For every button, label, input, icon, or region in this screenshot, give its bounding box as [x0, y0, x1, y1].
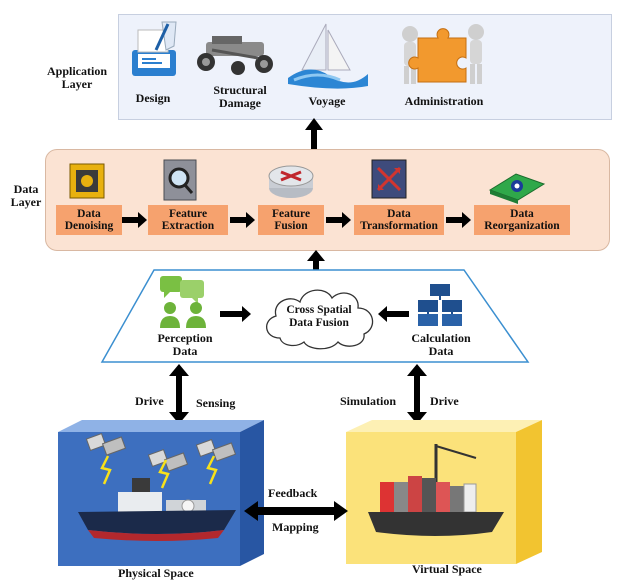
arrow-up-to-data-layer — [307, 250, 325, 277]
step-feature-extraction: Feature Extraction — [148, 205, 228, 235]
data-layer-label: Data Layer — [10, 182, 42, 209]
virtual-cargo-ship-image — [368, 444, 504, 536]
virtual-space-label: Virtual Space — [412, 562, 482, 576]
design-icon — [132, 21, 177, 76]
calculation-data-label: Calculation Data — [411, 331, 471, 358]
step-data-reorganization: Data Reorganization — [474, 205, 570, 235]
fusion-router-icon — [268, 165, 314, 198]
app-item-design: Design — [135, 91, 171, 105]
sailboat-icon — [288, 23, 368, 89]
arrow-denoising-to-extraction — [122, 212, 147, 228]
physical-ship-image — [78, 478, 236, 541]
arrow-up-to-application — [305, 118, 323, 149]
vehicle-chassis-icon — [197, 36, 273, 75]
application-layer-label: Application Layer — [46, 64, 107, 91]
step-data-denoising: Data Denoising — [56, 205, 122, 235]
app-item-administration: Administration — [404, 94, 484, 108]
app-item-voyage: Voyage — [308, 94, 346, 108]
perception-data-label: Perception Data — [157, 331, 213, 358]
mapping-label: Mapping — [272, 520, 319, 534]
arrow-transformation-to-reorganization — [446, 212, 471, 228]
signal-lightning-icons — [100, 455, 218, 489]
satellite-icon-2 — [147, 448, 189, 472]
arrow-calculation-to-fusion — [378, 306, 409, 322]
arrow-physical-virtual-double — [244, 501, 348, 521]
step-data-transformation: Data Transformation — [354, 205, 444, 235]
sensing-label: Sensing — [196, 396, 236, 410]
satellite-icon-1 — [85, 432, 127, 456]
puzzle-figures-icon — [402, 24, 484, 84]
server-stack-icon — [418, 284, 462, 326]
fusion-cloud — [266, 289, 374, 350]
simulation-label: Simulation — [340, 394, 397, 408]
transformation-switch-icon — [371, 159, 407, 199]
app-item-structural-damage: Structural Damage — [213, 83, 267, 110]
arrow-perception-to-fusion — [220, 306, 251, 322]
extraction-magnifier-icon — [163, 159, 197, 201]
arrow-physical-fusion-double — [169, 364, 189, 424]
right-drive-label: Drive — [430, 394, 459, 408]
denoising-chip-icon — [69, 163, 105, 199]
arrow-fusion-to-transformation — [326, 212, 351, 228]
step-feature-fusion: Feature Fusion — [258, 205, 324, 235]
perception-people-icon — [160, 276, 206, 328]
left-drive-label: Drive — [135, 394, 164, 408]
fusion-cloud-label: Cross Spatial Data Fusion — [286, 304, 352, 329]
satellite-icon-3 — [195, 438, 237, 462]
feedback-label: Feedback — [268, 486, 318, 500]
physical-space-label: Physical Space — [118, 566, 194, 580]
arrow-extraction-to-fusion — [230, 212, 255, 228]
arrow-virtual-fusion-double — [407, 364, 427, 424]
reorganization-map-icon — [488, 173, 546, 204]
